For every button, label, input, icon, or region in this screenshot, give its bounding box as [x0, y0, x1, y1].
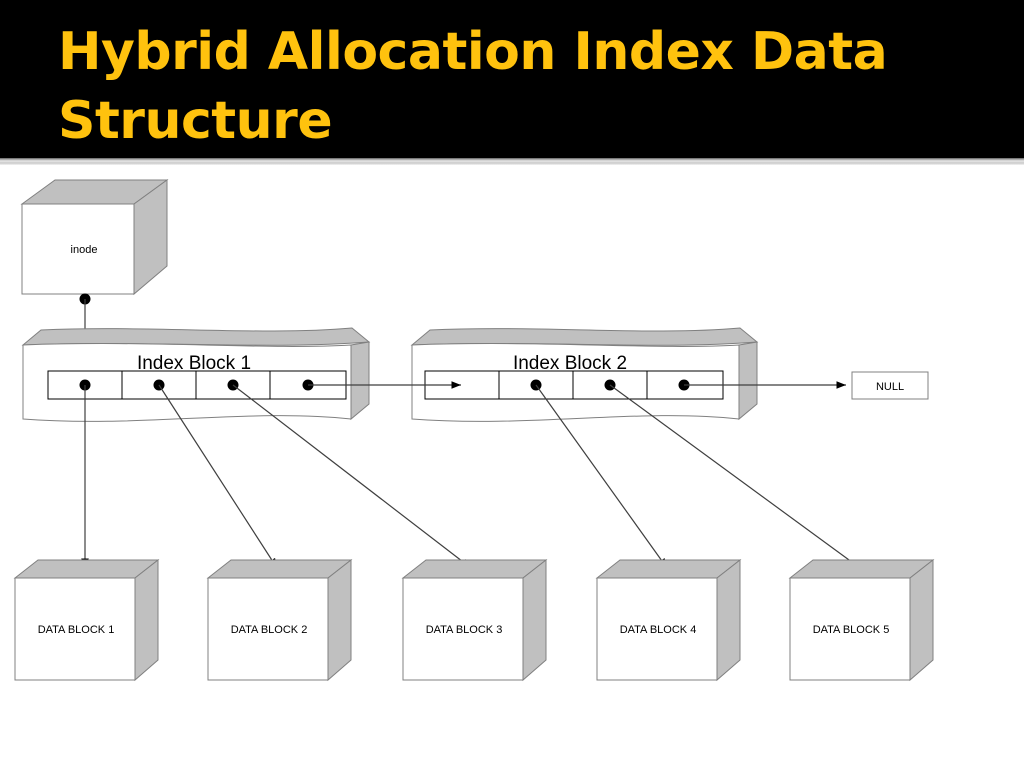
data-block-5-side-face: [909, 558, 934, 682]
inode-label: inode: [71, 244, 98, 256]
title-divider: [0, 158, 1024, 165]
index-block-1-cells: [47, 370, 347, 400]
data-block-5-label: DATA BLOCK 5: [813, 624, 890, 636]
data-block-1-label: DATA BLOCK 1: [38, 624, 115, 636]
data-block-5[interactable]: DATA BLOCK 5: [788, 558, 935, 682]
data-block-1[interactable]: DATA BLOCK 1: [13, 558, 160, 682]
data-block-3-top-face: [401, 559, 548, 579]
index-block-1-side-face: [350, 341, 370, 421]
data-block-1-top-face: [13, 559, 160, 579]
connector-index1-cell3-to-datablock3: [232, 384, 472, 569]
index-block-1-top-face: [21, 327, 371, 346]
data-block-4-top-face: [595, 559, 742, 579]
data-block-5-front-face: [789, 577, 911, 681]
index-block-2-cells: [424, 370, 724, 400]
data-block-3-label: DATA BLOCK 3: [426, 624, 503, 636]
data-block-2-side-face: [327, 558, 352, 682]
inode-front-face: [21, 203, 135, 295]
data-block-3-front-face: [402, 577, 524, 681]
connector-index2-cell3-to-datablock5: [609, 384, 861, 569]
index-block-1-label: Index Block 1: [137, 353, 251, 374]
data-block-3[interactable]: DATA BLOCK 3: [401, 558, 548, 682]
index-block-2-label: Index Block 2: [513, 353, 627, 374]
page-title: Hybrid Allocation Index Data Structure: [58, 22, 888, 151]
null-box: [851, 371, 929, 400]
inode-block[interactable]: inode: [20, 179, 169, 296]
data-block-4-front-face: [596, 577, 718, 681]
data-block-5-top-face: [788, 559, 935, 579]
null-label: NULL: [876, 381, 904, 393]
index-block-2[interactable]: Index Block 2: [410, 327, 759, 422]
data-block-4-label: DATA BLOCK 4: [620, 624, 697, 636]
connector-index2-cell2-to-datablock4: [535, 384, 668, 569]
index-block-1[interactable]: Index Block 1: [21, 327, 371, 422]
null-block[interactable]: NULL: [851, 371, 929, 400]
data-block-4-side-face: [716, 558, 741, 682]
index-block-2-side-face: [738, 341, 758, 421]
data-block-3-side-face: [522, 558, 547, 682]
title-banner: [0, 0, 1024, 158]
connector-index1-cell2-to-datablock2: [158, 384, 278, 569]
data-block-2-top-face: [206, 559, 353, 579]
data-block-1-side-face: [134, 558, 159, 682]
data-block-2-front-face: [207, 577, 329, 681]
index-block-2-top-face: [410, 327, 759, 346]
data-block-2[interactable]: DATA BLOCK 2: [206, 558, 353, 682]
data-block-2-label: DATA BLOCK 2: [231, 624, 308, 636]
data-block-1-front-face: [14, 577, 136, 681]
data-block-4[interactable]: DATA BLOCK 4: [595, 558, 742, 682]
